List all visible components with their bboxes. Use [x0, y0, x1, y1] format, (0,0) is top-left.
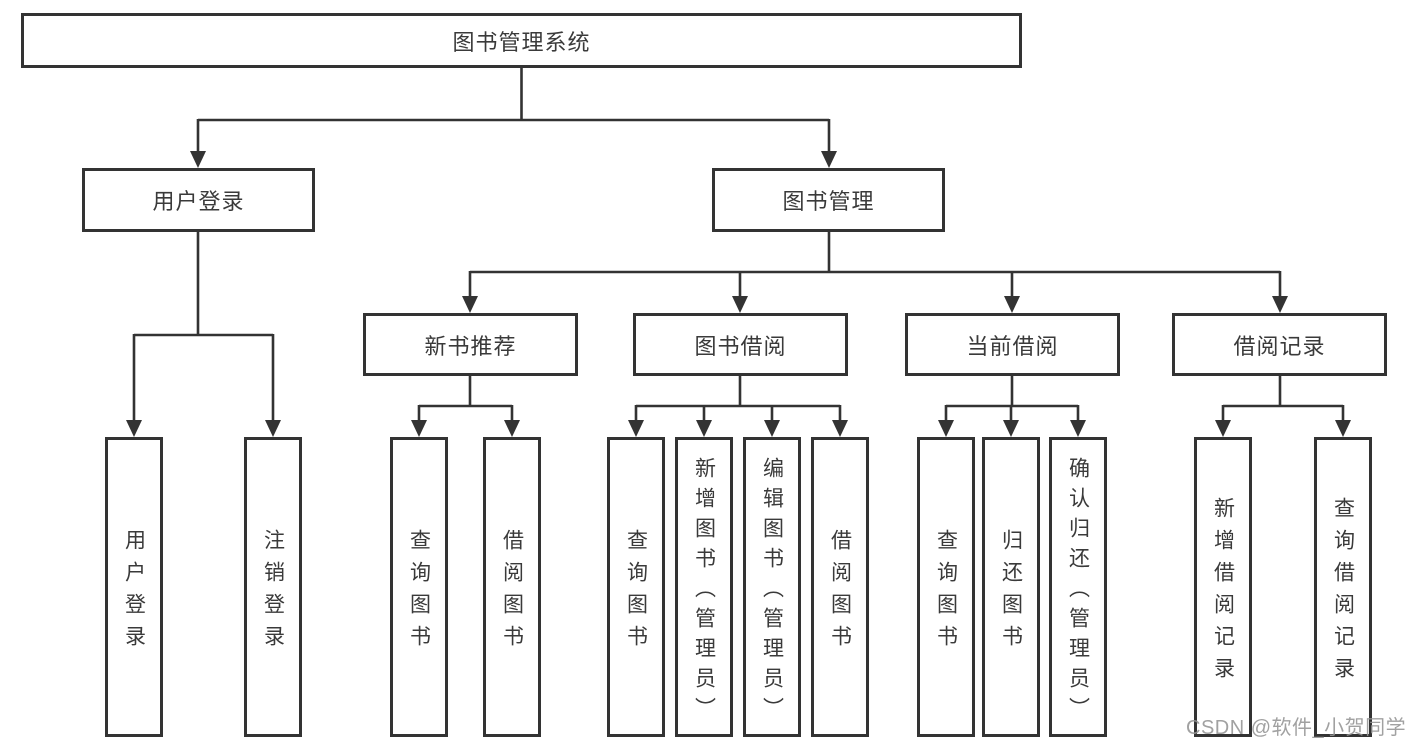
- edge-book-mgmt-to-level3: [462, 231, 1288, 313]
- edge-root-to-level2: [190, 67, 837, 168]
- edge-new-book-rec-to-leaves: [411, 375, 520, 437]
- node-root: 图书管理系统: [21, 13, 1022, 68]
- node-new-book-rec: 新书推荐: [363, 313, 578, 376]
- node-leaf-query-books-newrec: 查询图书: [390, 437, 448, 737]
- node-leaf-user-login: 用户登录: [105, 437, 163, 737]
- node-leaf-query-borrow-record: 查询借阅记录: [1314, 437, 1372, 737]
- edge-book-borrow-to-leaves: [628, 375, 848, 437]
- node-book-mgmt: 图书管理: [712, 168, 945, 232]
- node-leaf-borrow-books-mgmt: 借阅图书: [811, 437, 869, 737]
- node-leaf-return-books: 归还图书: [982, 437, 1040, 737]
- csdn-watermark: CSDN @软件_小贺同学: [1186, 717, 1405, 739]
- node-leaf-add-borrow-record: 新增借阅记录: [1194, 437, 1252, 737]
- node-borrow-records: 借阅记录: [1172, 313, 1387, 376]
- node-leaf-borrow-books-newrec: 借阅图书: [483, 437, 541, 737]
- node-book-borrow: 图书借阅: [633, 313, 848, 376]
- node-user-login: 用户登录: [82, 168, 315, 232]
- node-current-borrow: 当前借阅: [905, 313, 1120, 376]
- node-leaf-edit-books-admin: 编辑图书（管理员）: [743, 437, 801, 737]
- edge-user-login-to-leaves: [126, 231, 281, 437]
- node-leaf-query-books-current: 查询图书: [917, 437, 975, 737]
- edge-borrow-records-to-leaves: [1215, 375, 1351, 437]
- node-leaf-add-books-admin: 新增图书（管理员）: [675, 437, 733, 737]
- node-leaf-logout: 注销登录: [244, 437, 302, 737]
- node-leaf-query-books-mgmt: 查询图书: [607, 437, 665, 737]
- node-leaf-confirm-return-admin: 确认归还（管理员）: [1049, 437, 1107, 737]
- edge-current-borrow-to-leaves: [938, 375, 1086, 437]
